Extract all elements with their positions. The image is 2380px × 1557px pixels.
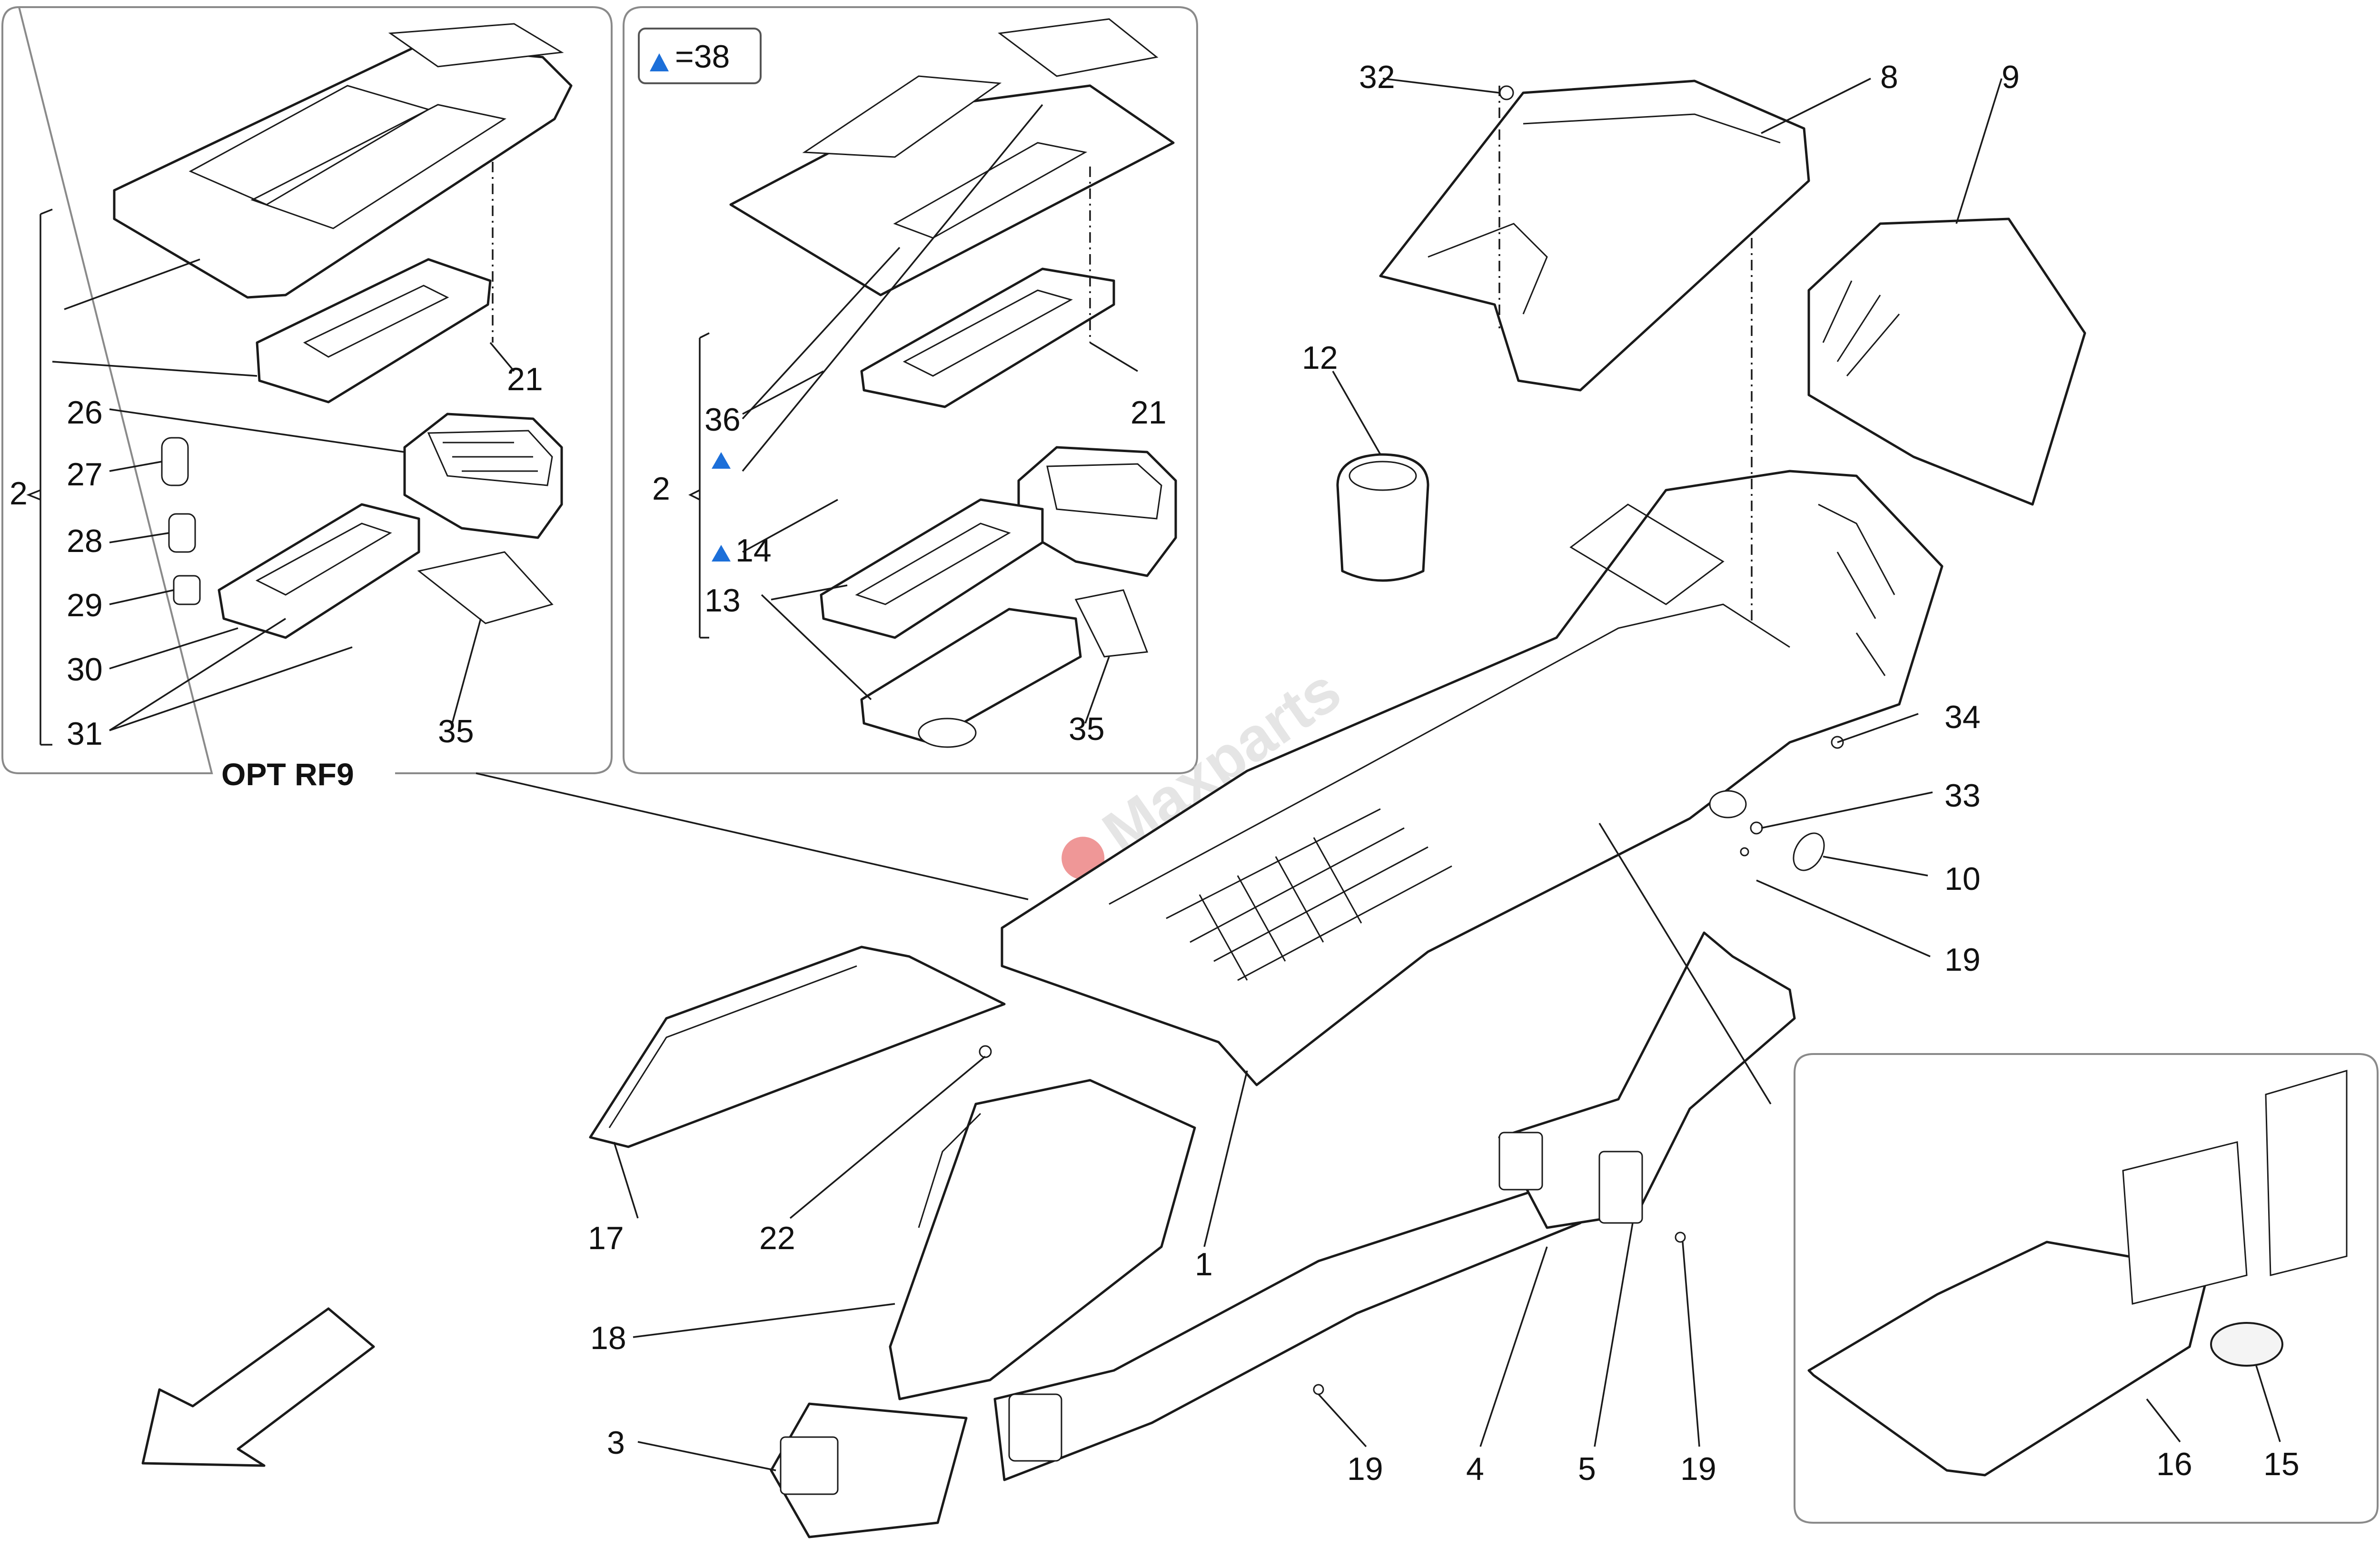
callout-14: 14 xyxy=(735,532,772,569)
callout-19: 19 xyxy=(1944,942,1981,978)
callout-15: 15 xyxy=(2263,1446,2300,1482)
callout-10: 10 xyxy=(1944,861,1981,897)
callout-16: 16 xyxy=(2156,1446,2192,1482)
callout-21: 21 xyxy=(1130,394,1167,431)
leader-lines xyxy=(52,78,2281,1471)
callout-18: 18 xyxy=(590,1320,626,1356)
callout-13: 13 xyxy=(704,582,741,619)
callout-31: 31 xyxy=(67,716,103,752)
middle-inset-parts xyxy=(688,18,1177,748)
callout-17: 17 xyxy=(588,1220,624,1256)
callout-2: 2 xyxy=(652,471,670,507)
main-assembly xyxy=(141,79,2348,1538)
callout-1: 1 xyxy=(1195,1246,1213,1282)
left-inset-parts xyxy=(26,23,573,746)
blue-triangle-icon xyxy=(712,452,731,469)
callout-19: 19 xyxy=(1680,1451,1716,1487)
callout-27: 27 xyxy=(67,456,103,493)
callout-29: 29 xyxy=(67,587,103,623)
blue-triangle-icon xyxy=(650,53,669,71)
callout-9: 9 xyxy=(2002,59,2020,95)
callout-8: 8 xyxy=(1880,59,1898,95)
callout-28: 28 xyxy=(67,523,103,559)
callout-35: 35 xyxy=(438,713,474,749)
callout-36: 36 xyxy=(704,402,741,438)
callout-22: 22 xyxy=(759,1220,795,1256)
legend-key-text: =38 xyxy=(675,39,730,75)
callout-32: 32 xyxy=(1359,59,1395,95)
callout-21: 21 xyxy=(507,361,543,397)
callout-5: 5 xyxy=(1578,1451,1596,1487)
callout-4: 4 xyxy=(1466,1451,1484,1487)
callout-30: 30 xyxy=(67,651,103,688)
callout-19: 19 xyxy=(1347,1451,1383,1487)
callout-33: 33 xyxy=(1944,778,1981,814)
front-direction-arrow-icon xyxy=(141,1307,375,1467)
legend-box xyxy=(638,28,762,84)
blue-triangle-icon xyxy=(712,545,731,562)
callout-12: 12 xyxy=(1302,340,1338,376)
callout-3: 3 xyxy=(607,1425,625,1461)
opt-rf9-label: OPT RF9 xyxy=(221,757,354,792)
callout-labels: 21 2 26 27 28 29 30 31 35 21 36 2 14 13 … xyxy=(10,59,2300,1487)
callout-2: 2 xyxy=(10,475,28,512)
callout-34: 34 xyxy=(1944,699,1981,735)
callout-26: 26 xyxy=(67,394,103,431)
callout-35: 35 xyxy=(1069,711,1105,747)
